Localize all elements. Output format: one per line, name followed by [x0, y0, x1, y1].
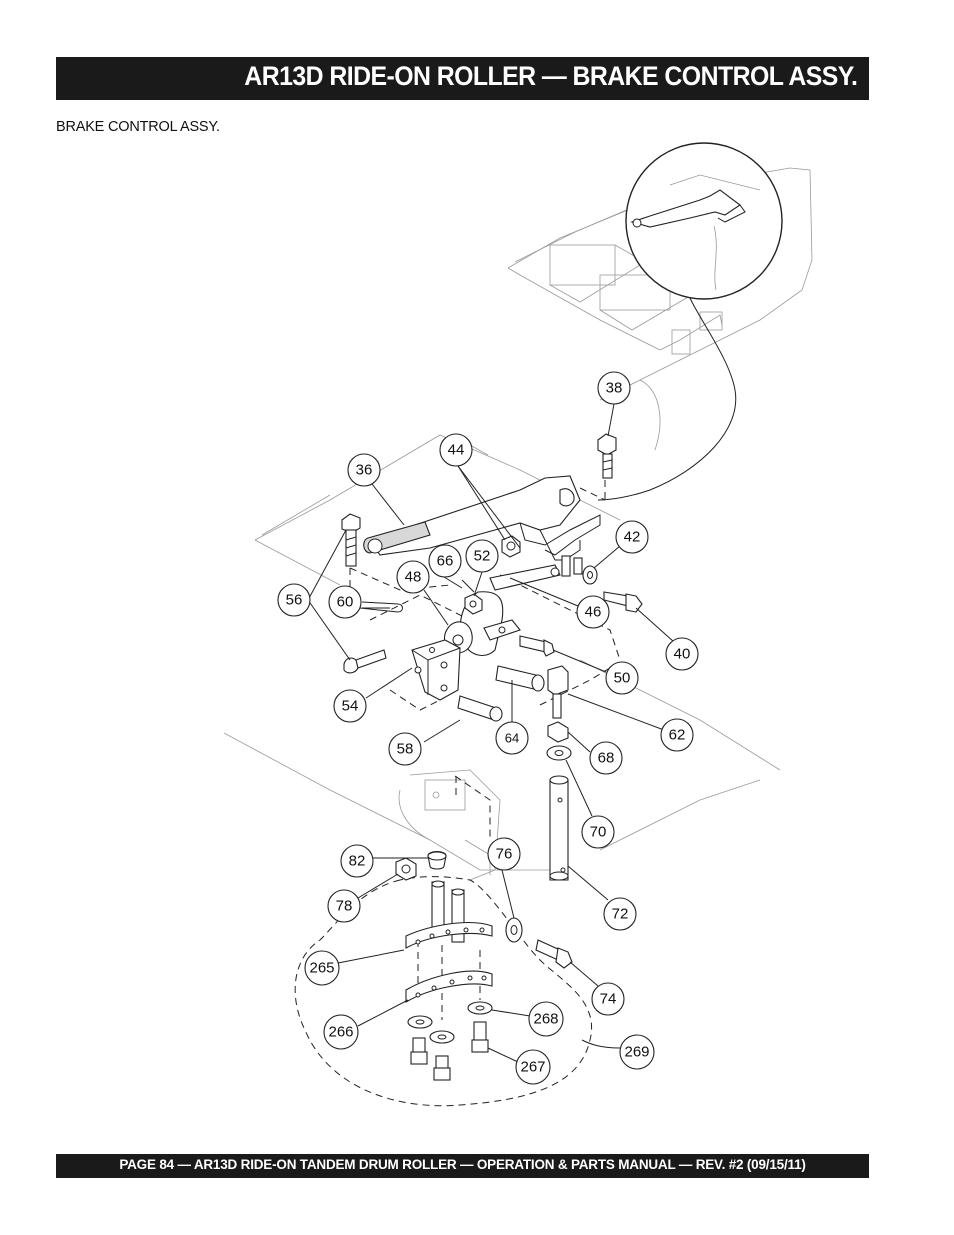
- callout-266: 266: [323, 1014, 359, 1050]
- callout-48: 48: [396, 560, 430, 594]
- fasteners: [341, 433, 643, 969]
- svg-text:82: 82: [349, 853, 366, 870]
- svg-text:266: 266: [328, 1024, 353, 1041]
- svg-text:52: 52: [474, 548, 491, 565]
- callout-269: 269: [619, 1034, 655, 1070]
- callout-36: 36: [347, 453, 381, 487]
- svg-text:60: 60: [337, 594, 354, 611]
- svg-text:56: 56: [286, 592, 303, 609]
- svg-text:268: 268: [533, 1011, 558, 1028]
- page-footer: PAGE 84 — AR13D RIDE-ON TANDEM DRUM ROLL…: [119, 1157, 806, 1172]
- svg-text:66: 66: [437, 553, 454, 570]
- mount-bracket: [411, 639, 461, 701]
- brake-lever: [363, 475, 601, 577]
- callout-82: 82: [340, 844, 374, 878]
- chassis-outline: [223, 167, 813, 881]
- svg-text:48: 48: [405, 569, 422, 586]
- svg-text:265: 265: [309, 960, 334, 977]
- callout-42: 42: [615, 520, 649, 554]
- callout-72: 72: [603, 897, 637, 931]
- svg-text:62: 62: [669, 727, 686, 744]
- svg-text:42: 42: [624, 529, 641, 546]
- svg-text:46: 46: [585, 604, 602, 621]
- svg-text:50: 50: [614, 670, 631, 687]
- svg-text:68: 68: [598, 750, 615, 767]
- svg-text:40: 40: [674, 646, 691, 663]
- svg-text:44: 44: [448, 442, 465, 459]
- callout-70: 70: [581, 815, 615, 849]
- page-footer-bar: PAGE 84 — AR13D RIDE-ON TANDEM DRUM ROLL…: [56, 1154, 869, 1178]
- callout-58: 58: [388, 732, 422, 766]
- svg-text:54: 54: [342, 698, 359, 715]
- callout-64: 64: [495, 721, 529, 755]
- page-title: AR13D RIDE-ON ROLLER — BRAKE CONTROL ASS…: [243, 61, 858, 91]
- brake-shoe-group: [405, 880, 493, 1081]
- section-subtitle: BRAKE CONTROL ASSY.: [56, 119, 220, 135]
- callout-76: 76: [487, 837, 521, 871]
- callout-74: 74: [591, 982, 625, 1016]
- svg-text:36: 36: [356, 462, 373, 479]
- svg-text:76: 76: [496, 846, 513, 863]
- callout-52: 52: [465, 539, 499, 573]
- callout-44: 44: [439, 433, 473, 467]
- svg-text:74: 74: [600, 991, 617, 1008]
- callout-54: 54: [333, 689, 367, 723]
- assembly-guides: [294, 480, 621, 1107]
- svg-text:72: 72: [612, 906, 629, 923]
- svg-text:64: 64: [505, 731, 519, 746]
- callout-38: 38: [597, 371, 631, 405]
- callout-267: 267: [515, 1049, 551, 1085]
- svg-text:269: 269: [624, 1044, 649, 1061]
- callout-78: 78: [327, 889, 361, 923]
- svg-text:38: 38: [606, 380, 623, 397]
- svg-text:70: 70: [590, 824, 607, 841]
- callout-68: 68: [589, 741, 623, 775]
- callout-268: 268: [528, 1001, 564, 1037]
- svg-text:58: 58: [397, 741, 414, 758]
- detail-circle: [625, 142, 783, 300]
- svg-text:78: 78: [336, 898, 353, 915]
- callout-66: 66: [428, 544, 462, 578]
- callout-46: 46: [576, 595, 610, 629]
- callout-265: 265: [304, 950, 340, 986]
- callout-40: 40: [665, 637, 699, 671]
- page-title-bar: AR13D RIDE-ON ROLLER — BRAKE CONTROL ASS…: [56, 57, 869, 100]
- callout-56: 56: [277, 583, 311, 617]
- callout-60: 60: [328, 585, 362, 619]
- svg-text:267: 267: [520, 1059, 545, 1076]
- callout-62: 62: [660, 718, 694, 752]
- leader-lines: [307, 403, 675, 1063]
- callout-50: 50: [605, 661, 639, 695]
